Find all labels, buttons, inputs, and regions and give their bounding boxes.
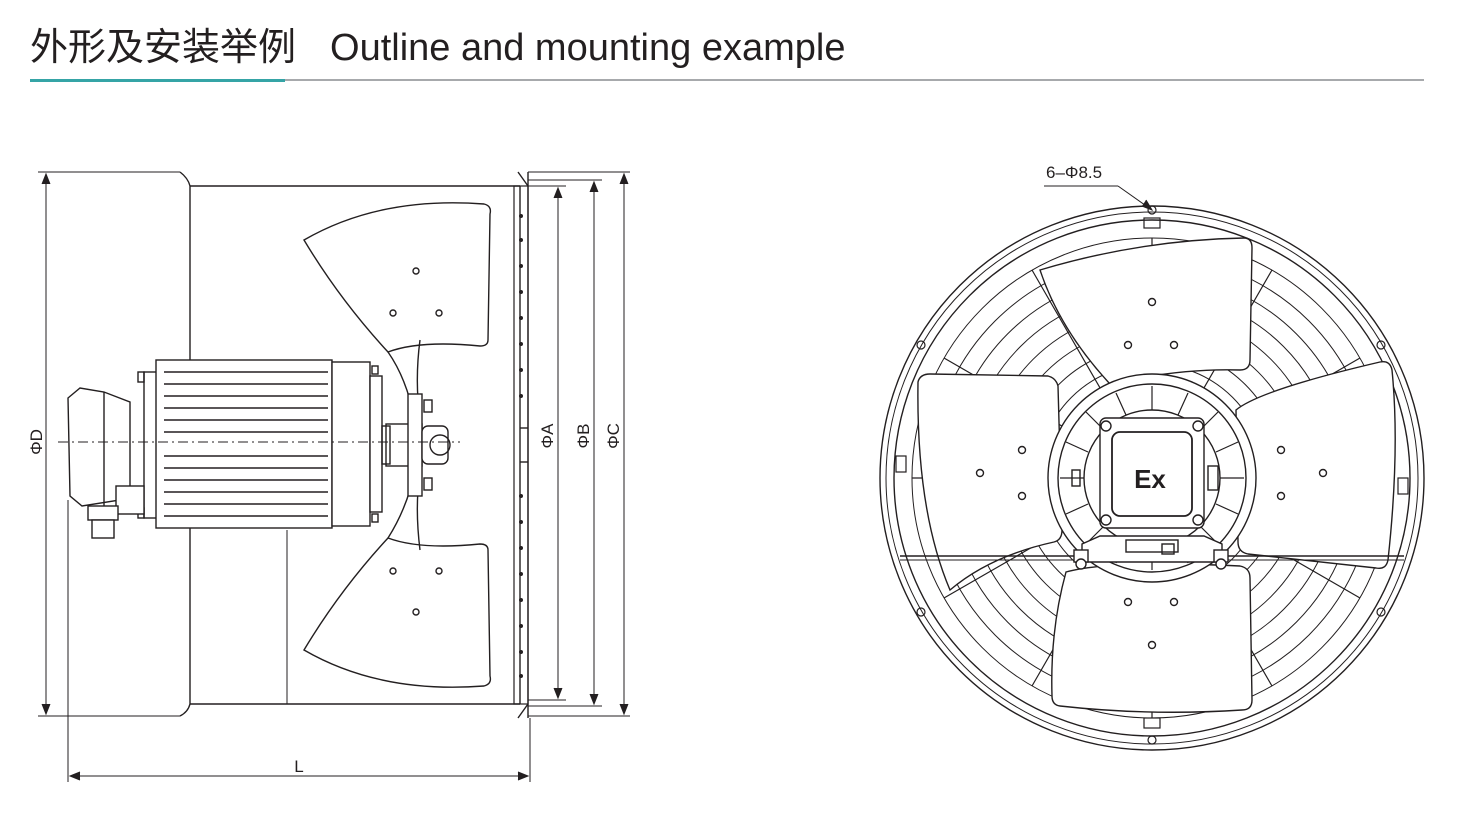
dim-label-l: L bbox=[294, 757, 303, 776]
dim-label-b: ΦB bbox=[574, 424, 593, 449]
title-chinese: 外形及安装举例 bbox=[30, 27, 297, 69]
side-view: ΦD ΦA ΦB ΦC L bbox=[27, 171, 630, 782]
mounting-holes bbox=[895, 205, 1409, 745]
dim-label-c: ΦC bbox=[604, 423, 623, 449]
front-blade-left bbox=[917, 373, 1063, 592]
fan-casing bbox=[179, 171, 529, 719]
junction-box bbox=[67, 387, 145, 539]
fan-hub bbox=[385, 393, 451, 497]
dimension-lines bbox=[38, 171, 630, 782]
page-title: 外形及安装举例 Outline and mounting example bbox=[30, 16, 845, 71]
page-header: 外形及安装举例 Outline and mounting example bbox=[30, 14, 1424, 84]
junction-box-front bbox=[1071, 417, 1219, 529]
front-blade-top bbox=[1039, 237, 1253, 385]
hole-callout bbox=[1044, 185, 1154, 212]
ex-mark: Ex bbox=[1134, 464, 1166, 494]
header-divider bbox=[30, 79, 1424, 81]
hole-callout-label: 6–Φ8.5 bbox=[1046, 163, 1102, 182]
header-accent-bar bbox=[30, 79, 285, 82]
support-bar bbox=[900, 535, 1404, 570]
dimension-labels: ΦD ΦA ΦB ΦC L bbox=[27, 423, 623, 776]
front-blade-right bbox=[1235, 360, 1396, 570]
flange-bolts bbox=[519, 214, 523, 678]
title-english: Outline and mounting example bbox=[330, 27, 846, 69]
front-view: Ex 6–Φ8.5 bbox=[879, 163, 1425, 751]
dim-label-a: ΦA bbox=[538, 423, 557, 449]
dim-label-d: ΦD bbox=[27, 429, 46, 455]
motor-body bbox=[137, 359, 391, 529]
front-blade-bottom bbox=[1051, 563, 1253, 713]
side-blade-upper bbox=[303, 202, 492, 401]
